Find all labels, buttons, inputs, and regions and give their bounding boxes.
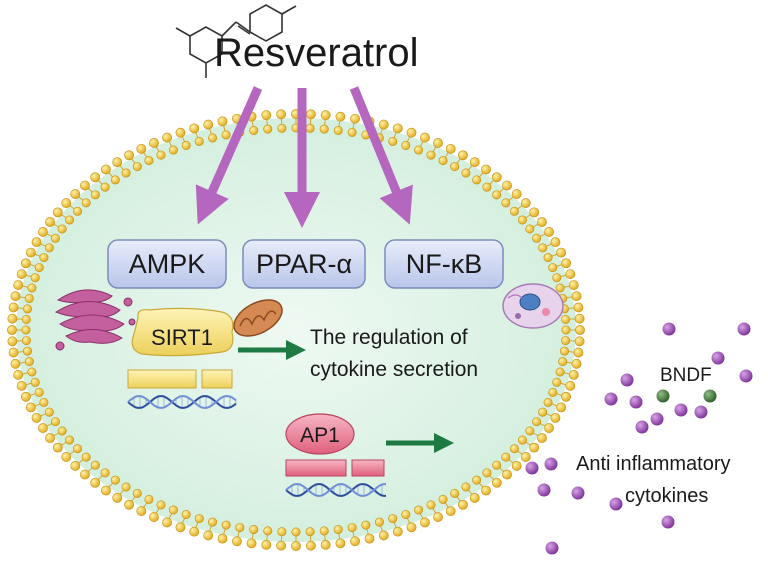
cytokine-dot — [739, 369, 753, 383]
sirt1-label: SIRT1 — [151, 325, 213, 350]
regulation-line2: cytokine secretion — [310, 358, 478, 381]
golgi-apparatus-icon — [54, 289, 136, 351]
arrow-to-ampk — [195, 86, 263, 225]
pathway-ppar-alpha: PPAR-α — [242, 239, 366, 289]
cytokine-dot — [571, 486, 585, 500]
cytokine-dot — [662, 322, 676, 336]
pathway-ppar-alpha-label: PPAR-α — [256, 249, 352, 279]
cytokine-dot — [674, 403, 688, 417]
sirt1-gene-blocks — [127, 369, 233, 389]
cell-membrane — [7, 109, 585, 551]
cytokines-line1: Anti inflammatory — [576, 453, 731, 475]
pathway-nf-kb: NF-κB — [384, 239, 504, 289]
cytokine-dot — [635, 420, 649, 434]
secreted-molecules — [525, 322, 753, 555]
bndf-label: BNDF — [660, 365, 712, 386]
cytokine-dot — [609, 497, 623, 511]
dna-helix-icon — [127, 395, 237, 409]
cytokine-dot — [620, 373, 634, 387]
bndf-dot — [703, 389, 717, 403]
cytokine-dot — [629, 395, 643, 409]
cytokine-dot — [545, 541, 559, 555]
cytokine-dot — [694, 405, 708, 419]
cytokine-dot — [544, 457, 558, 471]
resveratrol-structure-icon — [175, 4, 297, 78]
cytokine-dot — [525, 461, 539, 475]
bndf-dot — [656, 389, 670, 403]
cytokine-dot — [661, 515, 675, 529]
sirt1-protein: SIRT1 — [131, 307, 234, 357]
cytokine-dot — [650, 412, 664, 426]
pathway-ampk-label: AMPK — [129, 249, 206, 279]
ap1-gene-blocks — [285, 459, 385, 477]
cytokine-dot — [737, 322, 751, 336]
ap1-label: AP1 — [300, 424, 340, 447]
cytokines-line2: cytokines — [625, 485, 708, 507]
cytokine-dot — [604, 392, 618, 406]
dna-helix-icon — [285, 483, 386, 497]
resveratrol-arrows — [195, 86, 413, 228]
pathway-nf-kb-label: NF-κB — [406, 249, 483, 279]
regulation-line1: The regulation of — [310, 326, 468, 349]
resveratrol-label: Resveratrol — [214, 31, 419, 75]
pathway-ampk: AMPK — [107, 239, 227, 289]
cytokine-dot — [537, 483, 551, 497]
cytokine-dot — [711, 351, 725, 365]
mitochondrion-icon — [233, 299, 283, 337]
ap1-protein: AP1 — [285, 413, 355, 455]
arrow-to-nfkb — [349, 86, 413, 225]
organelle-cell-icon — [502, 283, 564, 329]
